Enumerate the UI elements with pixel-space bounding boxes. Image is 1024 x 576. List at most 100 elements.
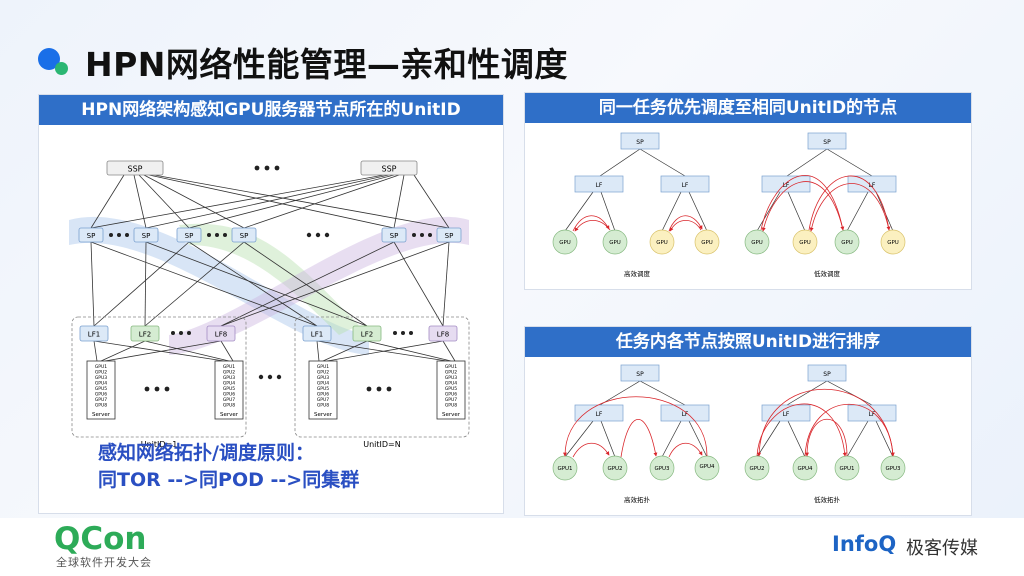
svg-text:GPU6: GPU6 — [317, 392, 329, 398]
hpn-topology-diagram: SSP SSP SP SP SP SP SP SP LF1 LF2 LF8 LF… — [69, 160, 470, 449]
svg-text:GPU2: GPU2 — [607, 466, 622, 472]
svg-text:GPU3: GPU3 — [317, 375, 329, 381]
sp-node: SP — [807, 132, 847, 150]
svg-text:GPU4: GPU4 — [699, 464, 715, 470]
scheduling-principle: 感知网络拓扑/调度原则： 同TOR -->同POD -->同集群 — [98, 440, 359, 494]
gpu-node: GPU — [694, 229, 720, 255]
svg-text:LF: LF — [682, 411, 689, 418]
svg-text:GPU4: GPU4 — [797, 466, 813, 472]
svg-text:GPU: GPU — [701, 240, 713, 246]
svg-text:SSP: SSP — [128, 165, 143, 174]
svg-text:GPU: GPU — [841, 240, 853, 246]
svg-text:Server: Server — [92, 412, 111, 418]
svg-text:GPU2: GPU2 — [445, 370, 457, 376]
svg-text:GPU1: GPU1 — [839, 466, 854, 472]
ring-arrows — [756, 388, 895, 457]
svg-text:GPU: GPU — [656, 240, 668, 246]
svg-text:GPU3: GPU3 — [223, 375, 235, 381]
caption-inefficient: 低效调度 — [814, 269, 841, 278]
svg-text:LF8: LF8 — [215, 331, 227, 339]
svg-text:LF: LF — [596, 411, 603, 418]
caption-efficient-topology: 高效拓扑 — [624, 495, 651, 504]
svg-text:GPU7: GPU7 — [95, 397, 107, 403]
svg-text:GPU4: GPU4 — [95, 381, 107, 387]
sp-node: SP — [176, 227, 202, 243]
svg-text:LF1: LF1 — [311, 331, 323, 339]
infoq-brand-name: 极客传媒 — [906, 538, 978, 559]
svg-text:Server: Server — [314, 412, 333, 418]
gpu-node: GPU1 — [834, 455, 860, 481]
lf-node: LF — [761, 175, 811, 193]
sp-ellipsis — [109, 232, 432, 238]
svg-text:GPU1: GPU1 — [557, 466, 572, 472]
right-bottom-panel: 任务内各节点按照UnitID进行排序 SP LF LF GPU1 GPU2 GP… — [524, 326, 972, 516]
sp-node: SP — [231, 227, 257, 243]
title-dot-green-icon — [55, 62, 68, 75]
qcon-subtitle: 全球软件开发大会 — [56, 556, 152, 569]
sp-node: SP — [620, 364, 660, 382]
lf-node: LF8 — [428, 325, 458, 342]
svg-text:Server: Server — [220, 412, 239, 418]
page-title: HPN网络性能管理—亲和性调度 — [85, 45, 568, 84]
infoq-logo: InfoQ — [832, 532, 897, 556]
svg-text:GPU4: GPU4 — [317, 381, 329, 387]
svg-text:GPU6: GPU6 — [445, 392, 457, 398]
ssp-ellipsis — [254, 165, 280, 171]
svg-text:SP: SP — [636, 139, 644, 146]
sp-node: SP — [381, 227, 407, 243]
lf-node: LF — [574, 175, 624, 193]
svg-text:GPU2: GPU2 — [317, 370, 329, 376]
footer-bar — [0, 518, 1024, 576]
svg-text:SP: SP — [240, 232, 249, 240]
gpu-node: GPU2 — [744, 455, 770, 481]
unit-box-n — [294, 316, 470, 438]
left-panel: HPN网络架构感知GPU服务器节点所在的UnitID — [38, 94, 504, 514]
svg-text:LF: LF — [596, 182, 603, 189]
server-node: GPU1 GPU2 GPU3 GPU4 GPU5 GPU6 GPU7 GPU8 … — [436, 360, 466, 420]
sp-node: SP — [133, 227, 159, 243]
svg-text:GPU8: GPU8 — [317, 403, 329, 409]
lf-node: LF8 — [206, 325, 236, 342]
gpu-node: GPU — [834, 229, 860, 255]
lf-node: LF1 — [79, 325, 109, 342]
svg-text:GPU5: GPU5 — [317, 386, 329, 392]
lf-node: LF — [574, 404, 624, 422]
lf-node: LF — [660, 175, 710, 193]
sp-node: SP — [620, 132, 660, 150]
gpu-node: GPU — [649, 229, 675, 255]
svg-text:GPU2: GPU2 — [95, 370, 107, 376]
svg-text:SP: SP — [823, 139, 831, 146]
svg-text:GPU5: GPU5 — [223, 386, 235, 392]
lf-node: LF1 — [302, 325, 332, 342]
right-top-panel: 同一任务优先调度至相同UnitID的节点 SP LF LF GPU GPU GP… — [524, 92, 972, 290]
svg-text:GPU3: GPU3 — [654, 466, 670, 472]
unit-label-1: UnitID=1 — [141, 440, 178, 449]
server-node: GPU1 GPU2 GPU3 GPU4 GPU5 GPU6 GPU7 GPU8 … — [308, 360, 338, 420]
sp-lf-links — [90, 241, 450, 327]
scheduling-arrows — [760, 175, 891, 232]
server-node: GPU1 GPU2 GPU3 GPU4 GPU5 GPU6 GPU7 GPU8 … — [86, 360, 116, 420]
unitid-ordering-diagram: SP LF LF GPU1 GPU2 GPU3 GPU4 高效拓扑 SP LF … — [552, 364, 906, 504]
svg-text:GPU5: GPU5 — [445, 386, 457, 392]
svg-text:LF1: LF1 — [88, 331, 100, 339]
svg-text:LF: LF — [783, 411, 790, 418]
affinity-scheduling-diagram: SP LF LF GPU GPU GPU GPU 高效调度 SP LF LF G… — [552, 132, 906, 278]
blue-band — [69, 216, 369, 355]
server-ellipsis — [144, 374, 392, 392]
gpu-node: GPU — [552, 229, 578, 255]
green-band — [179, 223, 359, 335]
lf-node: LF — [660, 404, 710, 422]
gpu-node: GPU2 — [602, 455, 628, 481]
server-node: GPU1 GPU2 GPU3 GPU4 GPU5 GPU6 GPU7 GPU8 … — [214, 360, 244, 420]
right-bottom-header: 任务内各节点按照UnitID进行排序 — [525, 327, 971, 357]
svg-text:LF2: LF2 — [361, 331, 373, 339]
gpu-node: GPU4 — [792, 455, 818, 481]
svg-text:GPU4: GPU4 — [445, 381, 457, 387]
gpu-node: GPU4 — [694, 455, 720, 481]
svg-text:GPU4: GPU4 — [223, 381, 235, 387]
left-panel-header: HPN网络架构感知GPU服务器节点所在的UnitID — [39, 95, 503, 125]
svg-text:GPU3: GPU3 — [885, 466, 901, 472]
caption-inefficient-topology: 低效拓扑 — [814, 495, 841, 504]
purple-band — [169, 216, 469, 355]
principle-line-1: 感知网络拓扑/调度原则： — [98, 442, 314, 464]
